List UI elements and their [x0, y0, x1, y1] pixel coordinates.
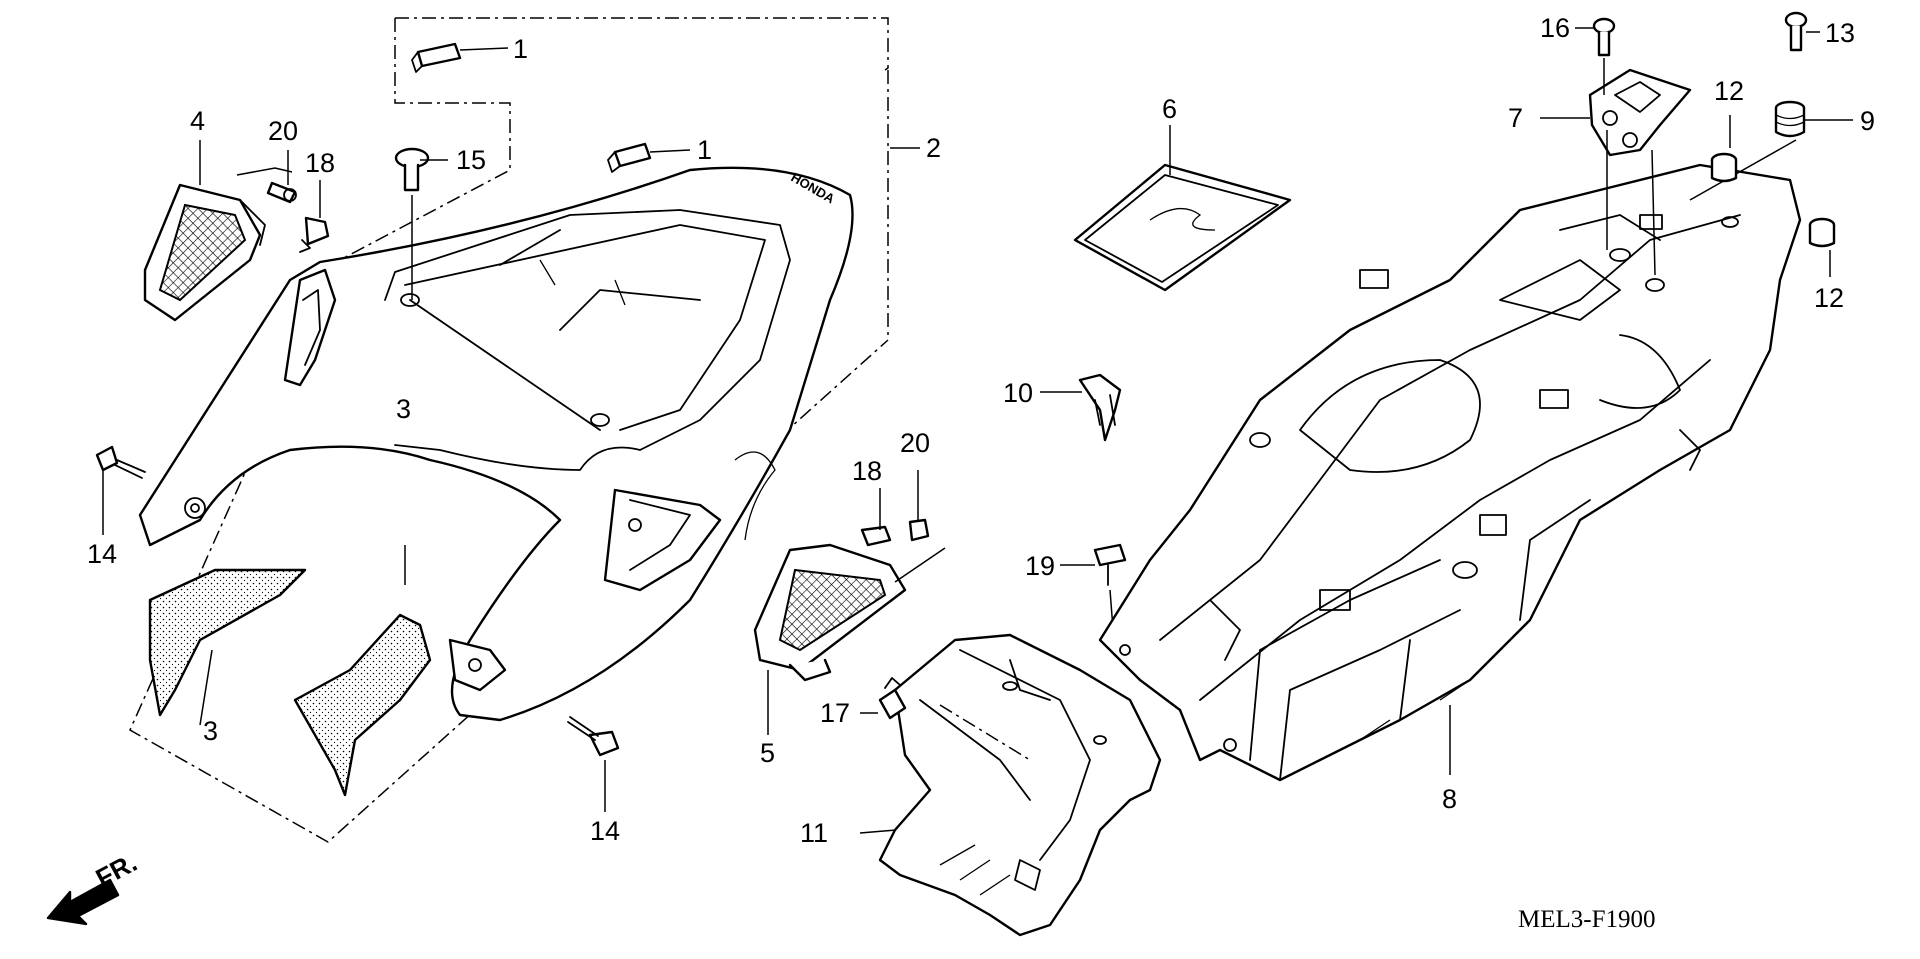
- callout-20b: 20: [900, 428, 930, 458]
- callout-15: 15: [456, 145, 486, 175]
- callout-17: 17: [820, 698, 850, 728]
- front-arrow-icon: FR.: [46, 847, 142, 926]
- seat-cowl-part: HONDA: [138, 166, 854, 722]
- callout-1b: 1: [697, 135, 712, 165]
- grommet-part-12: [1710, 152, 1836, 248]
- grille-left-part: [143, 183, 266, 322]
- callout-11: 11: [800, 818, 828, 848]
- callout-4: 4: [190, 106, 205, 136]
- grommet-part-9: [1689, 100, 1806, 201]
- callout-18b: 18: [852, 456, 882, 486]
- bolt-part-16: [1592, 17, 1616, 95]
- cushion-part: [411, 42, 652, 173]
- splash-guard-part: [878, 633, 1162, 937]
- callout-9: 9: [1860, 106, 1875, 136]
- callout-6: 6: [1162, 94, 1177, 124]
- bolt-part-15: [394, 147, 430, 300]
- leader-lines: [102, 27, 1853, 834]
- undertray-part: [1098, 163, 1802, 782]
- bolt-part-14: [95, 445, 620, 757]
- callout-8: 8: [1442, 784, 1457, 814]
- callout-12a: 12: [1714, 76, 1744, 106]
- callout-18a: 18: [305, 148, 335, 178]
- seat-pad-parts: [148, 568, 432, 797]
- callout-labels: 1 1 2 3 3 4 5 6 7 8 9 10 11 12 12 13 14 …: [87, 13, 1875, 848]
- callout-12b: 12: [1814, 283, 1844, 313]
- callout-19: 19: [1025, 551, 1055, 581]
- callout-3b: 3: [203, 716, 218, 746]
- callout-14a: 14: [87, 539, 117, 569]
- grille-right-part: [753, 543, 907, 682]
- bracket-part: [1588, 68, 1692, 276]
- grommet-part-17: [878, 677, 907, 720]
- tool-bag-part: [1073, 163, 1292, 292]
- fastener-parts-right: [860, 470, 946, 583]
- callout-7: 7: [1508, 103, 1523, 133]
- callout-10: 10: [1003, 378, 1033, 408]
- fastener-parts-left: [236, 150, 330, 253]
- callout-13: 13: [1825, 18, 1855, 48]
- callout-16: 16: [1540, 13, 1570, 43]
- callout-3a: 3: [396, 394, 411, 424]
- bolt-part-13: [1784, 11, 1808, 52]
- diagram-code: MEL3-F1900: [1518, 906, 1656, 933]
- assembly-frame: [129, 17, 889, 843]
- callout-20a: 20: [268, 116, 298, 146]
- callout-5: 5: [760, 738, 775, 768]
- callout-14b: 14: [590, 816, 620, 846]
- clip-part: [1078, 373, 1122, 442]
- callout-2: 2: [926, 133, 941, 163]
- callout-1a: 1: [513, 34, 528, 64]
